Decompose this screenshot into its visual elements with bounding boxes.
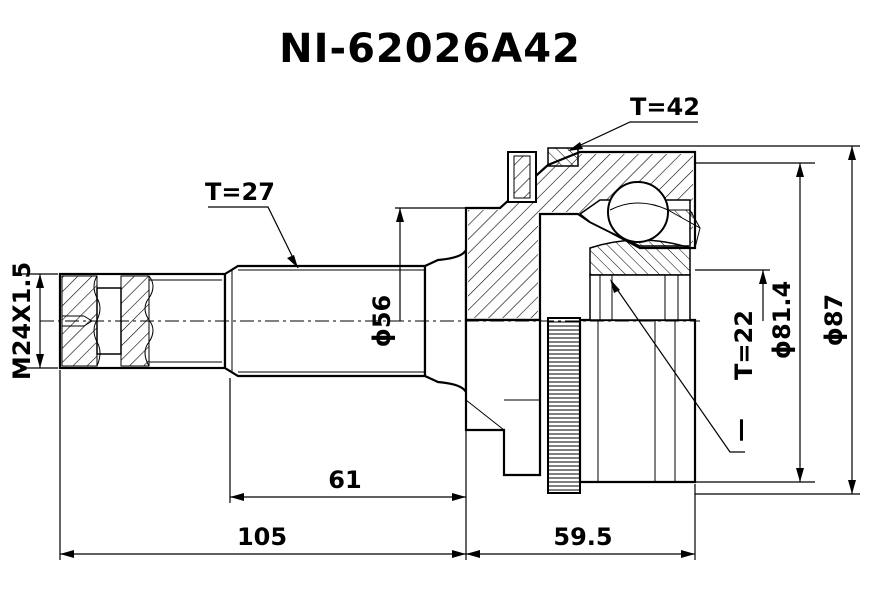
dim-inner-diameter: ϕ81.4 [768,281,796,359]
spline-inner-label: T=42 [630,93,700,121]
dim-outer-diameter: ϕ87 [820,294,848,347]
dim-stub-length: 61 [328,466,361,494]
dim-shaft-diameter: ϕ56 [368,295,396,348]
dim-total-length: 105 [237,523,287,551]
drawing-title: NI-62026A42 [279,26,581,72]
bell-housing [464,147,701,494]
dimension-lines [36,146,856,558]
spline-outer-label: T=27 [205,178,275,206]
abs-marker-label: — [726,418,754,442]
leader-lines [208,121,745,453]
dim-bell-length: 59.5 [553,523,612,551]
extension-lines [20,145,860,560]
abs-teeth-label: T=22 [730,310,758,380]
thread-label: M24X1.5 [8,262,36,380]
